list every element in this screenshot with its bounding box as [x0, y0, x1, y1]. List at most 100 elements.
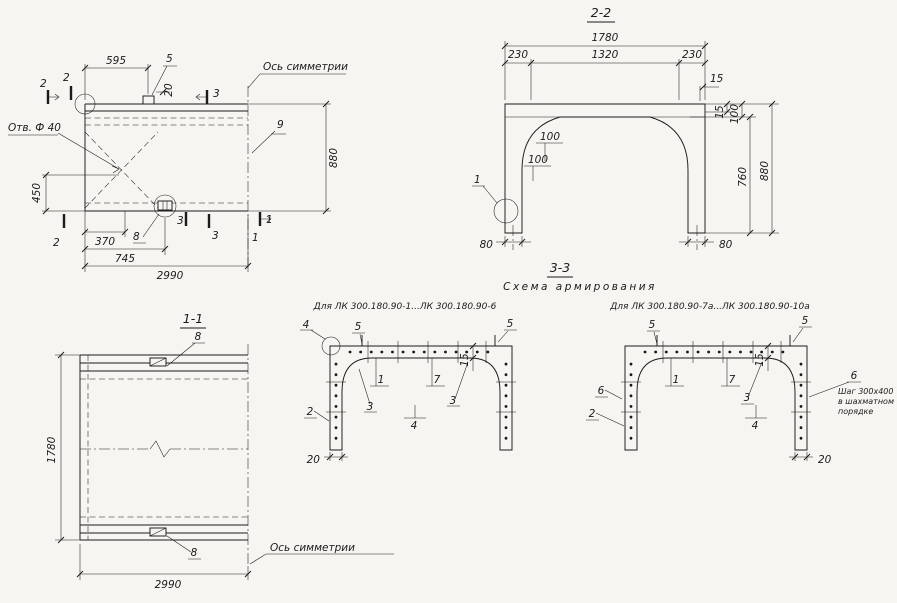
s11-dim-2990: 2990 — [155, 579, 182, 591]
s33L-callout-5b: 5 — [507, 318, 514, 330]
cut-3-label-top: 3 — [213, 88, 220, 100]
s33-right-scheme: 5 5 6 2 1 7 3 15 4 20 6 Шаг 300х400 в ша… — [586, 315, 894, 466]
s33R-callout-2: 2 — [589, 408, 596, 420]
s22-dim-880: 880 — [759, 161, 771, 181]
s11-callout-8-top: 8 — [195, 331, 202, 343]
s33R-note-line2: в шахматном — [838, 397, 894, 406]
cut-2-label-b: 2 — [63, 72, 70, 84]
cut-1-label-b: 1 — [252, 232, 259, 244]
hole-label: Отв. Ф 40 — [8, 122, 61, 134]
cut-1-label-a: 1 — [266, 214, 273, 226]
dim-450-label: 450 — [31, 183, 43, 203]
plan-hidden-lines — [84, 117, 248, 209]
s33L-bar5-ticks — [361, 335, 496, 346]
plan-cut-arrows — [48, 93, 272, 223]
hole-detail-circle — [153, 194, 177, 218]
s33R-callout-6b: 6 — [851, 370, 858, 382]
plan-extension-lines — [42, 64, 331, 272]
s22-dimension-ticks — [501, 42, 776, 246]
s33R-leaders — [586, 326, 861, 461]
plan-outline — [84, 103, 248, 212]
cut-3-label-bottom-b: 3 — [212, 230, 219, 242]
section-1-1: 1-1 8 1780 2990 8 Ось симметрии — [46, 311, 394, 591]
dim-2990-label: 2990 — [157, 270, 184, 282]
s33R-profile — [624, 345, 808, 451]
embedded-plate-5 — [142, 95, 155, 105]
s33L-callout-5a: 5 — [355, 321, 362, 333]
s22-detail-1-callout: 1 — [474, 174, 481, 186]
dim-370-label: 370 — [95, 236, 115, 248]
s11-extension-lines — [55, 354, 249, 580]
s33R-bar5-ticks — [656, 335, 791, 346]
dim-880-label: 880 — [328, 148, 340, 168]
s33R-callout-4: 4 — [752, 420, 759, 432]
s22-dim-100-haunch-a: 100 — [540, 131, 560, 143]
s11-plate-bottom-diag — [149, 527, 167, 537]
s33R-small-ticks — [764, 342, 811, 461]
s33L-dim-15: 15 — [459, 353, 471, 367]
s11-callout-8-bottom: 8 — [191, 547, 198, 559]
s22-dim-15-right: 15 — [714, 105, 726, 119]
plan-axis-label: Ось симметрии — [263, 61, 348, 73]
s33R-dim-15: 15 — [754, 353, 766, 367]
s11-dim-1780: 1780 — [46, 436, 58, 463]
s33R-callout-6a: 6 — [598, 385, 605, 397]
s22-dim-100-haunch-b: 100 — [528, 154, 548, 166]
cut-2-label-bottom: 2 — [53, 237, 60, 249]
s33L-callout-7: 7 — [434, 374, 441, 386]
s33-subtitle: Схема армирования — [503, 281, 657, 293]
s33R-dim-20: 20 — [818, 454, 832, 466]
s22-profile — [504, 103, 706, 234]
s22-dim-80-left: 80 — [480, 239, 494, 251]
s33R-callout-1: 1 — [673, 374, 680, 386]
s33L-corner-detail-circle — [321, 336, 341, 356]
s22-dim-1320: 1320 — [592, 49, 619, 61]
s22-aux-lines — [505, 111, 730, 118]
section-3-3: 3-3 Схема армирования Для ЛК 300.180.90-… — [300, 260, 894, 466]
plan-dimension-lines — [45, 67, 327, 267]
dim-595-label: 595 — [106, 55, 126, 67]
s22-dim-100-right: 100 — [729, 104, 741, 124]
s11-centerline-and-axis — [80, 344, 249, 564]
s33R-callout-7: 7 — [729, 374, 736, 386]
s22-dim-15-top: 15 — [710, 73, 724, 85]
s33L-callout-1: 1 — [378, 374, 385, 386]
s33L-profile — [329, 345, 513, 451]
s33R-callout-5a: 5 — [649, 319, 656, 331]
s33L-dim-20: 20 — [307, 454, 321, 466]
s11-panel-solid-lines — [79, 354, 248, 541]
plan-leader-lines — [8, 65, 346, 244]
section-2-2: 2-2 1780 230 1320 230 15 15 100 100 100 … — [472, 5, 779, 251]
cut-3-label-bottom-a: 3 — [177, 215, 184, 227]
s22-callout-leader — [472, 185, 498, 204]
s11-leaders — [166, 342, 394, 565]
s33L-small-ticks — [326, 342, 477, 461]
s33L-stirrup-ticks — [326, 341, 516, 413]
dim-745-label: 745 — [115, 253, 135, 265]
item-8-callout: 8 — [133, 231, 140, 243]
s22-dim-1780: 1780 — [592, 32, 619, 44]
s33L-callout-3b: 3 — [450, 395, 457, 407]
s33-title: 3-3 — [550, 260, 570, 275]
s22-haunch-shelf-leaders — [524, 142, 563, 181]
hole-insert — [157, 200, 173, 211]
s11-dimension-ticks — [57, 351, 252, 578]
s22-dimension-lines — [496, 45, 773, 243]
s33L-leaders — [300, 329, 517, 461]
s33R-stirrup-ticks — [621, 341, 811, 413]
cut-2-label-a: 2 — [40, 78, 47, 90]
s33R-callout-5b: 5 — [802, 315, 809, 327]
s33-left-scheme: 4 5 5 1 7 3 3 15 2 4 20 — [300, 318, 517, 466]
s22-leg-centerlines — [512, 225, 698, 250]
item-9-callout: 9 — [277, 119, 284, 131]
s11-break-line — [149, 440, 171, 458]
plan-view: 595 5 Ось симметрии 2 2 3 20 Отв. Ф 40 9… — [8, 53, 348, 282]
s33-caption-right: Для ЛК 300.180.90-7а...ЛК 300.180.90-10а — [609, 302, 809, 312]
plate-5-callout: 5 — [166, 53, 173, 65]
hole-insert-lines — [162, 201, 168, 210]
s33R-note-line3: порядке — [838, 407, 873, 416]
s22-title: 2-2 — [591, 5, 611, 20]
s22-dim-80-right: 80 — [719, 239, 733, 251]
